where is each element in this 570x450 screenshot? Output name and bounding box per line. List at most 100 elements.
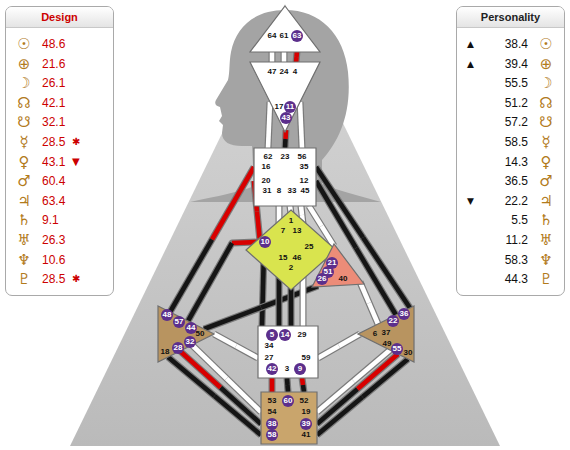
center-fill [158, 306, 214, 362]
channel-stroke [360, 282, 378, 324]
channel [168, 357, 261, 435]
channel [316, 167, 410, 308]
channel-stroke [270, 378, 275, 385]
gate-number: 4 [293, 67, 297, 77]
channel-stroke [283, 139, 288, 148]
gate-line-value: 5.5 [511, 211, 528, 229]
activation-marker: ▲ [467, 55, 474, 73]
center-shape: 3622637495530 [356, 306, 416, 362]
center-fill [258, 326, 318, 378]
gate-number: 20 [262, 176, 271, 186]
channel-stroke [301, 125, 302, 148]
gate-number: 35 [300, 162, 309, 172]
channel-stroke [285, 385, 290, 392]
planet-symbol: ♃ [14, 192, 34, 210]
gate-active: 63 [291, 30, 303, 42]
channel [268, 102, 270, 148]
gate-number: 53 [268, 396, 277, 406]
gate-line-value: 28.5 [42, 133, 65, 151]
channel [302, 378, 304, 392]
planet-symbol: ☉ [536, 35, 556, 53]
channel-stroke [268, 102, 270, 148]
gate-active: 60 [282, 395, 294, 407]
activation-marker: ✱ [72, 270, 80, 288]
channel-stroke [269, 51, 276, 63]
gate-number: 59 [302, 353, 311, 363]
gate-active: 26 [316, 273, 328, 285]
planet-symbol: ♅ [14, 231, 34, 249]
panel-heading: Personality [457, 7, 564, 28]
channel-stroke [214, 334, 258, 358]
channel [296, 51, 297, 63]
planet-symbol: ☿ [536, 133, 556, 151]
gate-number: 45 [301, 186, 310, 196]
center-fill [254, 148, 316, 206]
channel-stroke [317, 359, 408, 435]
channel-stroke [170, 240, 212, 313]
planet-panel: Design☉48.6⊕21.6☽26.1☊42.1☋32.1☿28.5✱♀43… [5, 6, 114, 296]
gate-number: 15 [279, 253, 288, 263]
gate-line-value: 60.4 [42, 172, 65, 190]
planet-symbol: ☊ [536, 94, 556, 112]
planet-symbol: ♀ [536, 153, 556, 171]
planet-symbol: ♆ [14, 251, 34, 269]
channel-stroke [360, 282, 369, 303]
planet-symbol: ⊕ [536, 55, 556, 73]
channel [291, 288, 292, 326]
gate-line-value: 10.6 [42, 251, 65, 269]
activation-marker: ▲ [467, 35, 474, 53]
gate-line-value: 57.2 [505, 113, 528, 131]
gate-number: 8 [277, 186, 281, 196]
channel-stroke [288, 288, 295, 326]
planet-symbol: ☿ [14, 133, 34, 151]
channel-stroke [269, 378, 276, 392]
center-shape: 514293427594239 [258, 326, 318, 378]
gate-number: 25 [305, 242, 314, 252]
gate-line-value: 51.2 [505, 94, 528, 112]
gate-line-value: 63.4 [42, 192, 65, 210]
channel-stroke [301, 299, 306, 326]
planet-symbol: ♂ [14, 172, 34, 190]
gate-line-value: 28.5 [42, 270, 65, 288]
channel [317, 354, 398, 424]
center-shape: 536052541938395841 [261, 392, 317, 444]
gate-number: 30 [404, 348, 413, 358]
channel [272, 51, 273, 63]
channel-stroke [268, 125, 269, 148]
channel-stroke [316, 167, 410, 308]
gate-line-value: 14.3 [505, 153, 528, 171]
gate-line-value: 26.3 [42, 231, 65, 249]
channel-stroke [288, 206, 293, 210]
gate-active: 57 [173, 316, 185, 328]
gate-active: 10 [259, 236, 271, 248]
gate-line-value: 11.2 [506, 231, 528, 249]
channel [318, 334, 360, 358]
gate-number: 23 [281, 152, 290, 162]
planet-symbol: ♂ [536, 172, 556, 190]
channel-stroke [236, 346, 258, 358]
gate-number: 29 [298, 330, 307, 340]
gate-number: 17 [275, 102, 284, 112]
panel-heading: Design [6, 7, 113, 28]
channel-stroke [339, 334, 360, 346]
planet-symbol: ⊕ [14, 55, 34, 73]
activation-marker: ▼ [72, 153, 80, 171]
planet-symbol: ☉ [14, 35, 34, 53]
channel-stroke [285, 378, 290, 385]
gate-number: 50 [196, 329, 205, 339]
channel [287, 378, 288, 392]
gate-number: 56 [298, 152, 307, 162]
channel-stroke [270, 385, 275, 392]
planet-panel: Personality▲38.4☉▲39.4⊕55.5☽51.2☊57.2☋58… [456, 6, 565, 296]
center-shape: 21512640 [310, 242, 366, 288]
gate-line-value: 9.1 [42, 211, 59, 229]
channel-stroke [214, 334, 236, 346]
channel-stroke [303, 385, 304, 392]
channel-stroke [302, 378, 304, 392]
center-shape: 48574450322818 [158, 306, 216, 362]
gate-line-value: 55.5 [505, 74, 528, 92]
gate-number: 40 [339, 274, 348, 284]
gate-number: 47 [268, 67, 277, 77]
gate-number: 12 [300, 176, 309, 186]
